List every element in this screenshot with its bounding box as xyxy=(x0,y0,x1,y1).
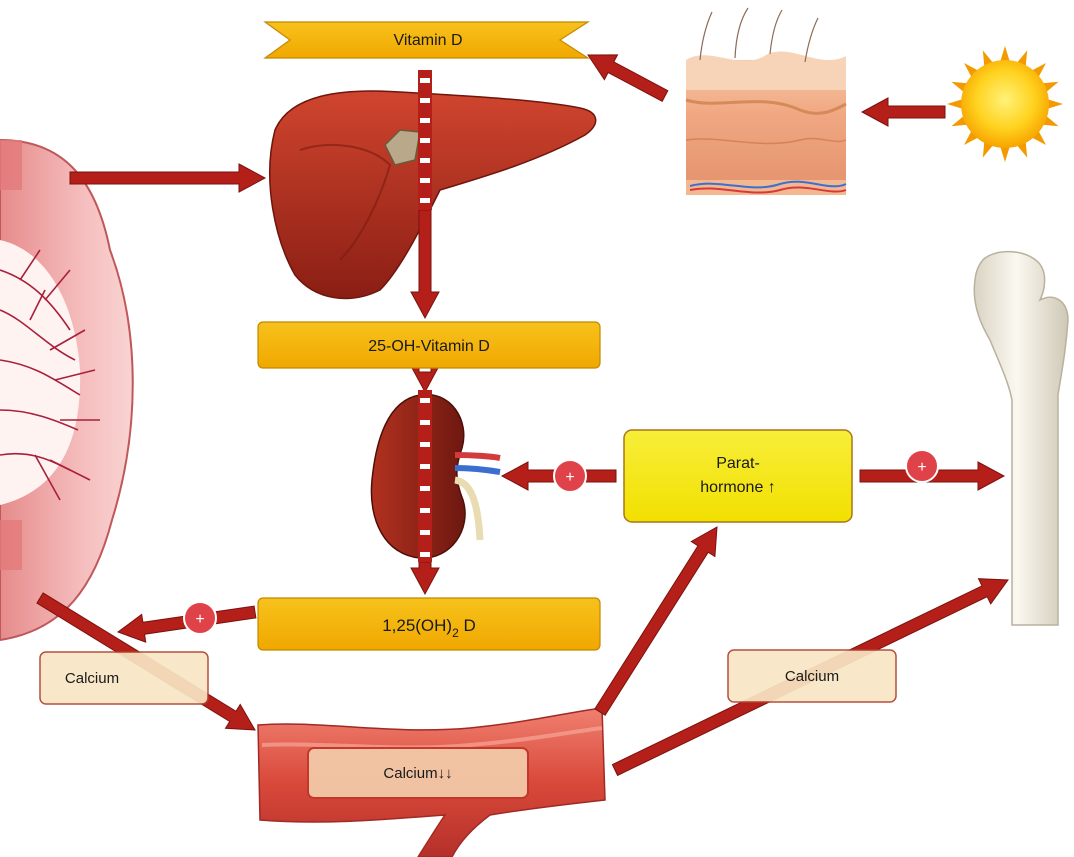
intestine-icon xyxy=(0,140,133,640)
plus-sign-bone: + xyxy=(917,459,926,476)
skin-block-icon xyxy=(686,8,846,195)
plus-marker-bone: + xyxy=(906,450,938,482)
arrow-skin-to-vitamin-d xyxy=(588,55,668,101)
calcium-blood-label: Calcium↓↓ xyxy=(383,765,452,782)
vitamin-d-box: Vitamin D xyxy=(265,22,588,58)
plus-sign-intestine: + xyxy=(195,611,204,628)
calcium-left-label: Calcium xyxy=(65,670,119,687)
plus-marker-kidney: + xyxy=(554,460,586,492)
calcium-blood-box: Calcium↓↓ xyxy=(308,748,528,798)
calcitriol-tail: D xyxy=(459,616,476,635)
sun-ray xyxy=(1000,46,1010,62)
arrow-kidney-to-calcitriol xyxy=(411,562,439,594)
calcitriol-main: 1,25(OH) xyxy=(382,616,452,635)
plus-marker-intestine: + xyxy=(184,602,216,634)
calcitriol-box: 1,25(OH)2 D xyxy=(258,598,600,650)
kidney-membrane-line xyxy=(418,390,432,562)
hydroxy-vitamin-d-label: 25-OH-Vitamin D xyxy=(368,338,490,355)
liver-icon xyxy=(270,91,596,298)
parathormone-line2: hormone ↑ xyxy=(700,479,776,496)
femur-bone-icon xyxy=(974,252,1068,625)
sun-ray xyxy=(1047,99,1063,109)
sun-ray xyxy=(947,99,963,109)
sun-disc xyxy=(961,60,1049,148)
vitamin-d-label: Vitamin D xyxy=(393,32,462,49)
parathormone-line1: Parat- xyxy=(716,455,760,472)
plus-sign-kidney: + xyxy=(565,469,574,486)
calcium-right-label: Calcium xyxy=(785,668,839,685)
kidney-icon xyxy=(371,394,500,558)
arrow-blood-to-pth xyxy=(595,527,717,715)
arrow-sun-to-skin xyxy=(862,98,945,126)
hydroxy-vitamin-d-box: 25-OH-Vitamin D xyxy=(258,322,600,368)
liver-membrane-line xyxy=(418,70,432,210)
calcium-left-box: Calcium xyxy=(40,652,208,704)
calcium-right-box: Calcium xyxy=(728,650,896,702)
arrow-intestine-to-liver xyxy=(70,164,265,192)
arrow-25oh-to-kidney xyxy=(411,366,439,392)
sun-ray xyxy=(1000,146,1010,162)
sun-icon xyxy=(947,46,1063,162)
parathormone-box: Parat- hormone ↑ xyxy=(624,430,852,522)
